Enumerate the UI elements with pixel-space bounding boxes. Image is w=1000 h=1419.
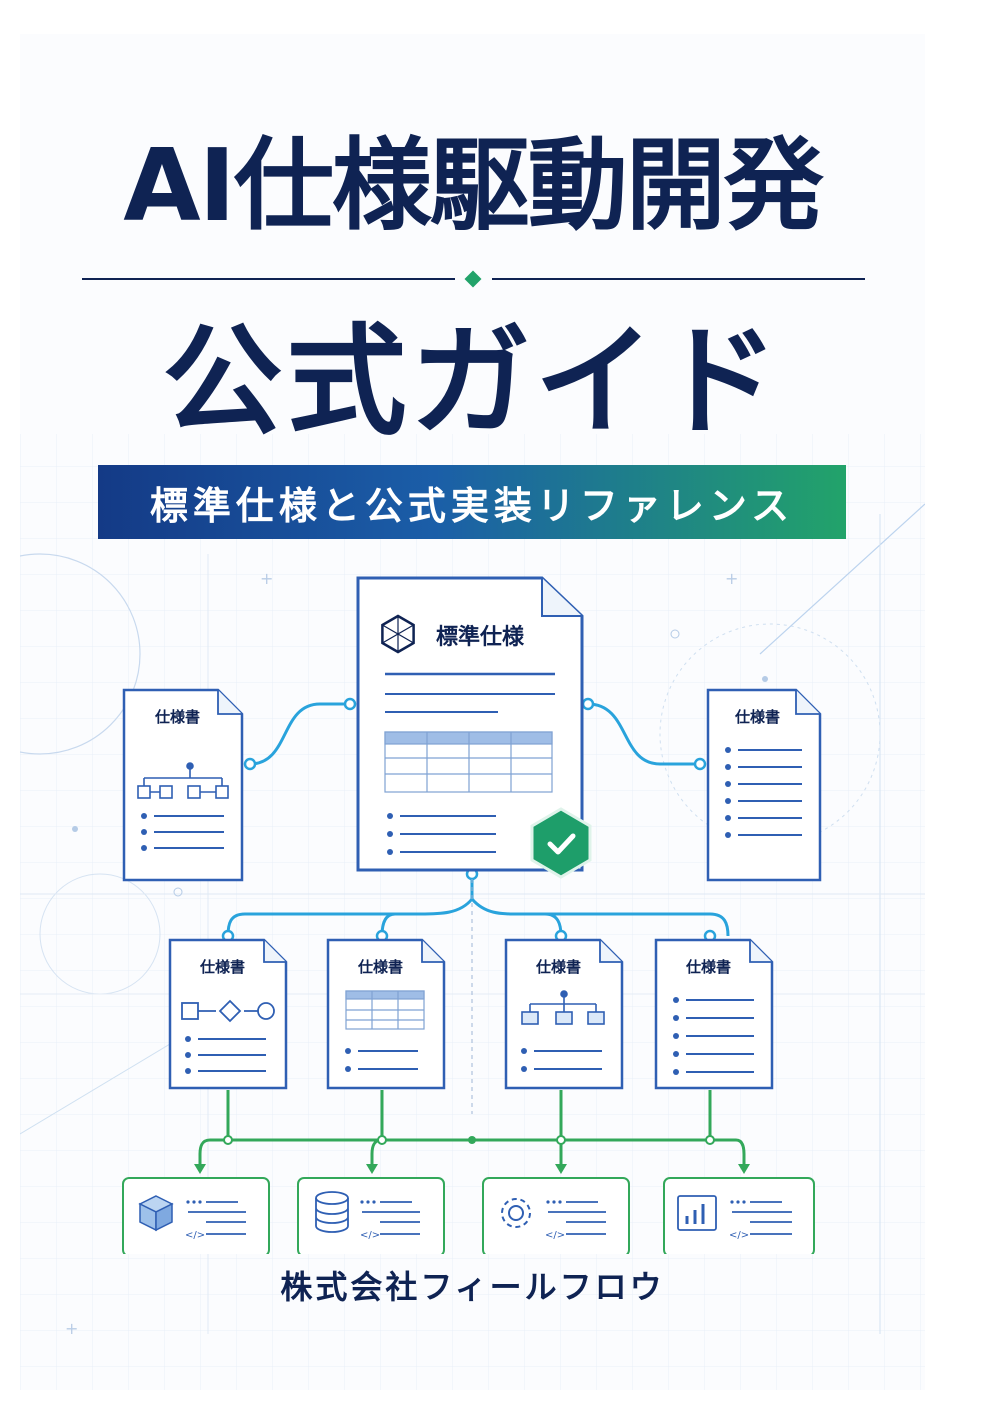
gear-icon: [501, 1198, 531, 1228]
svg-text:+: +: [725, 569, 738, 588]
check-badge-icon: [530, 807, 592, 879]
code-glyph: </>: [545, 1230, 565, 1241]
flowchart-icon: [181, 999, 275, 1023]
svg-text:+: +: [260, 569, 273, 588]
green-connectors: [198, 1090, 746, 1166]
hierarchy-icon: [521, 990, 605, 1025]
bar-chart-icon: [677, 1195, 717, 1231]
database-icon: [315, 1191, 349, 1233]
spec-card-4-label: 仕様書: [685, 958, 731, 976]
side-spec-document-left: 仕様書: [122, 688, 244, 882]
code-glyph: </>: [185, 1230, 205, 1241]
spec-card-4: 仕様書: [654, 938, 774, 1090]
publisher-name: 株式会社フィールフロウ: [280, 1268, 665, 1306]
impl-card-3: </>: [482, 1177, 630, 1254]
side-spec-document-right: 仕様書: [706, 688, 822, 882]
title-line-1: AI仕様駆動開発: [123, 127, 824, 244]
impl-card-2: </>: [297, 1177, 445, 1254]
spec-card-1: 仕様書: [168, 938, 288, 1090]
code-glyph: </>: [729, 1230, 749, 1241]
spec-card-2-label: 仕様書: [357, 958, 403, 976]
code-glyph: </>: [360, 1230, 380, 1241]
subtitle-band: 標準仕様と公式実装リファレンス: [98, 465, 846, 539]
connector-left: [249, 702, 350, 766]
spec-card-3: 仕様書: [504, 938, 624, 1090]
connector-right: [587, 702, 700, 766]
hierarchy-icon: [137, 762, 229, 799]
table-icon: [345, 990, 425, 1030]
hexagon-icon: [381, 614, 415, 654]
spec-card-3-label: 仕様書: [535, 958, 581, 976]
impl-card-1: </>: [122, 1177, 270, 1254]
main-spec-document: 標準仕様: [356, 576, 592, 879]
title-divider: [82, 270, 865, 288]
book-cover: + + + + AI仕様駆動開発 公式ガイド 標準仕様と公式実装リファレンス: [20, 34, 925, 1390]
main-doc-label: 標準仕様: [436, 624, 525, 650]
spec-card-1-label: 仕様書: [199, 958, 245, 976]
list-icon: [673, 997, 754, 1075]
connector-branches: [226, 897, 730, 937]
list-icon: [725, 747, 802, 838]
spec-card-2: 仕様書: [326, 938, 446, 1090]
svg-text:+: +: [65, 1319, 78, 1338]
side-doc-label-left: 仕様書: [154, 708, 200, 726]
cube-icon: [138, 1195, 174, 1232]
spec-table: [384, 731, 553, 793]
side-doc-label-right: 仕様書: [734, 708, 780, 726]
title-line-2: 公式ガイド: [162, 313, 783, 452]
impl-card-4: </>: [663, 1177, 815, 1254]
spec-flow-diagram: 標準仕様: [20, 554, 925, 1254]
